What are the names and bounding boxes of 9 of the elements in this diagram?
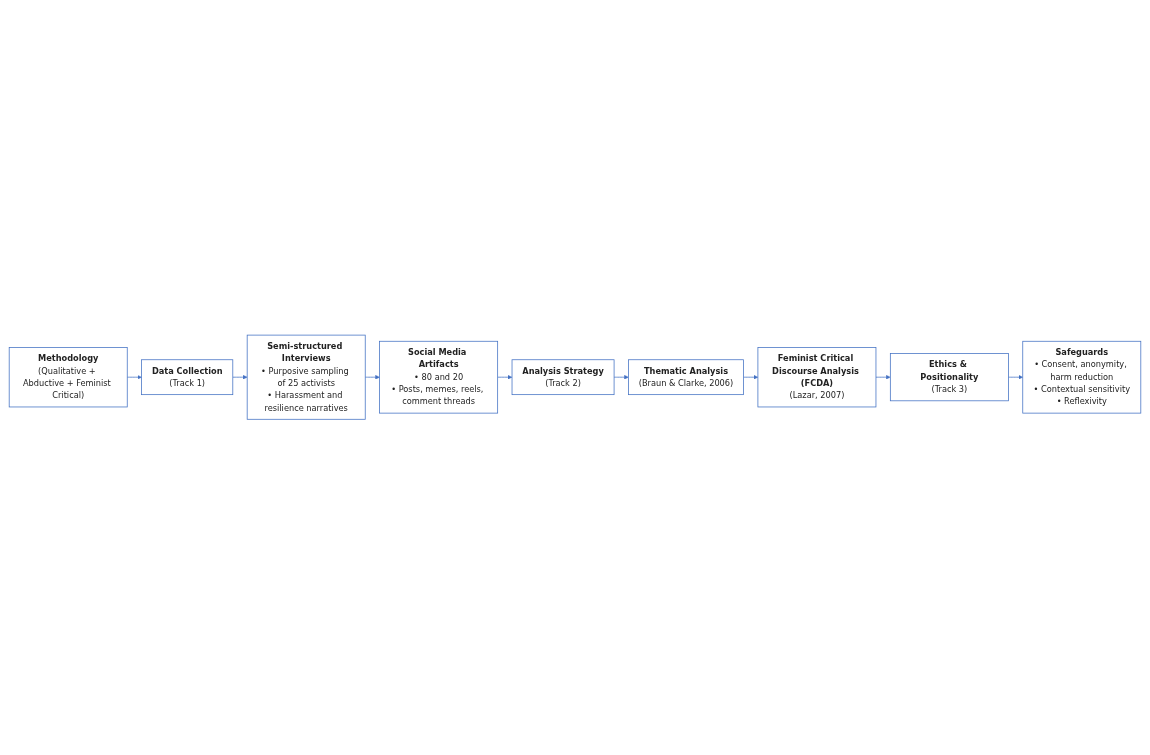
node-box: Methodology (Qualitative + Abductive + Feminist Critical) <box>8 347 128 408</box>
node-box: Safeguards • Consent, anonymity, harm reduction • Contextual sensitivity • Reflexivity <box>1022 341 1142 414</box>
node-box: Social Media Artifacts • 80 and 20 • Posts, memes, reels, comment threads <box>379 341 499 414</box>
node-box: Analysis Strategy (Track 2) <box>511 359 615 396</box>
node-box: Semi-structured Interviews • Purposive sampling of 25 activists • Harassment and resilience narratives <box>246 335 366 420</box>
node-box: Feminist Critical Discourse Analysis (FCDA) (Lazar, 2007) <box>757 347 877 408</box>
node-box: Ethics & Positionality (Track 3) <box>889 353 1009 402</box>
node-box: Data Collection (Track 1) <box>141 359 234 396</box>
node-box: Thematic Analysis (Braun & Clarke, 2006) <box>628 359 744 396</box>
